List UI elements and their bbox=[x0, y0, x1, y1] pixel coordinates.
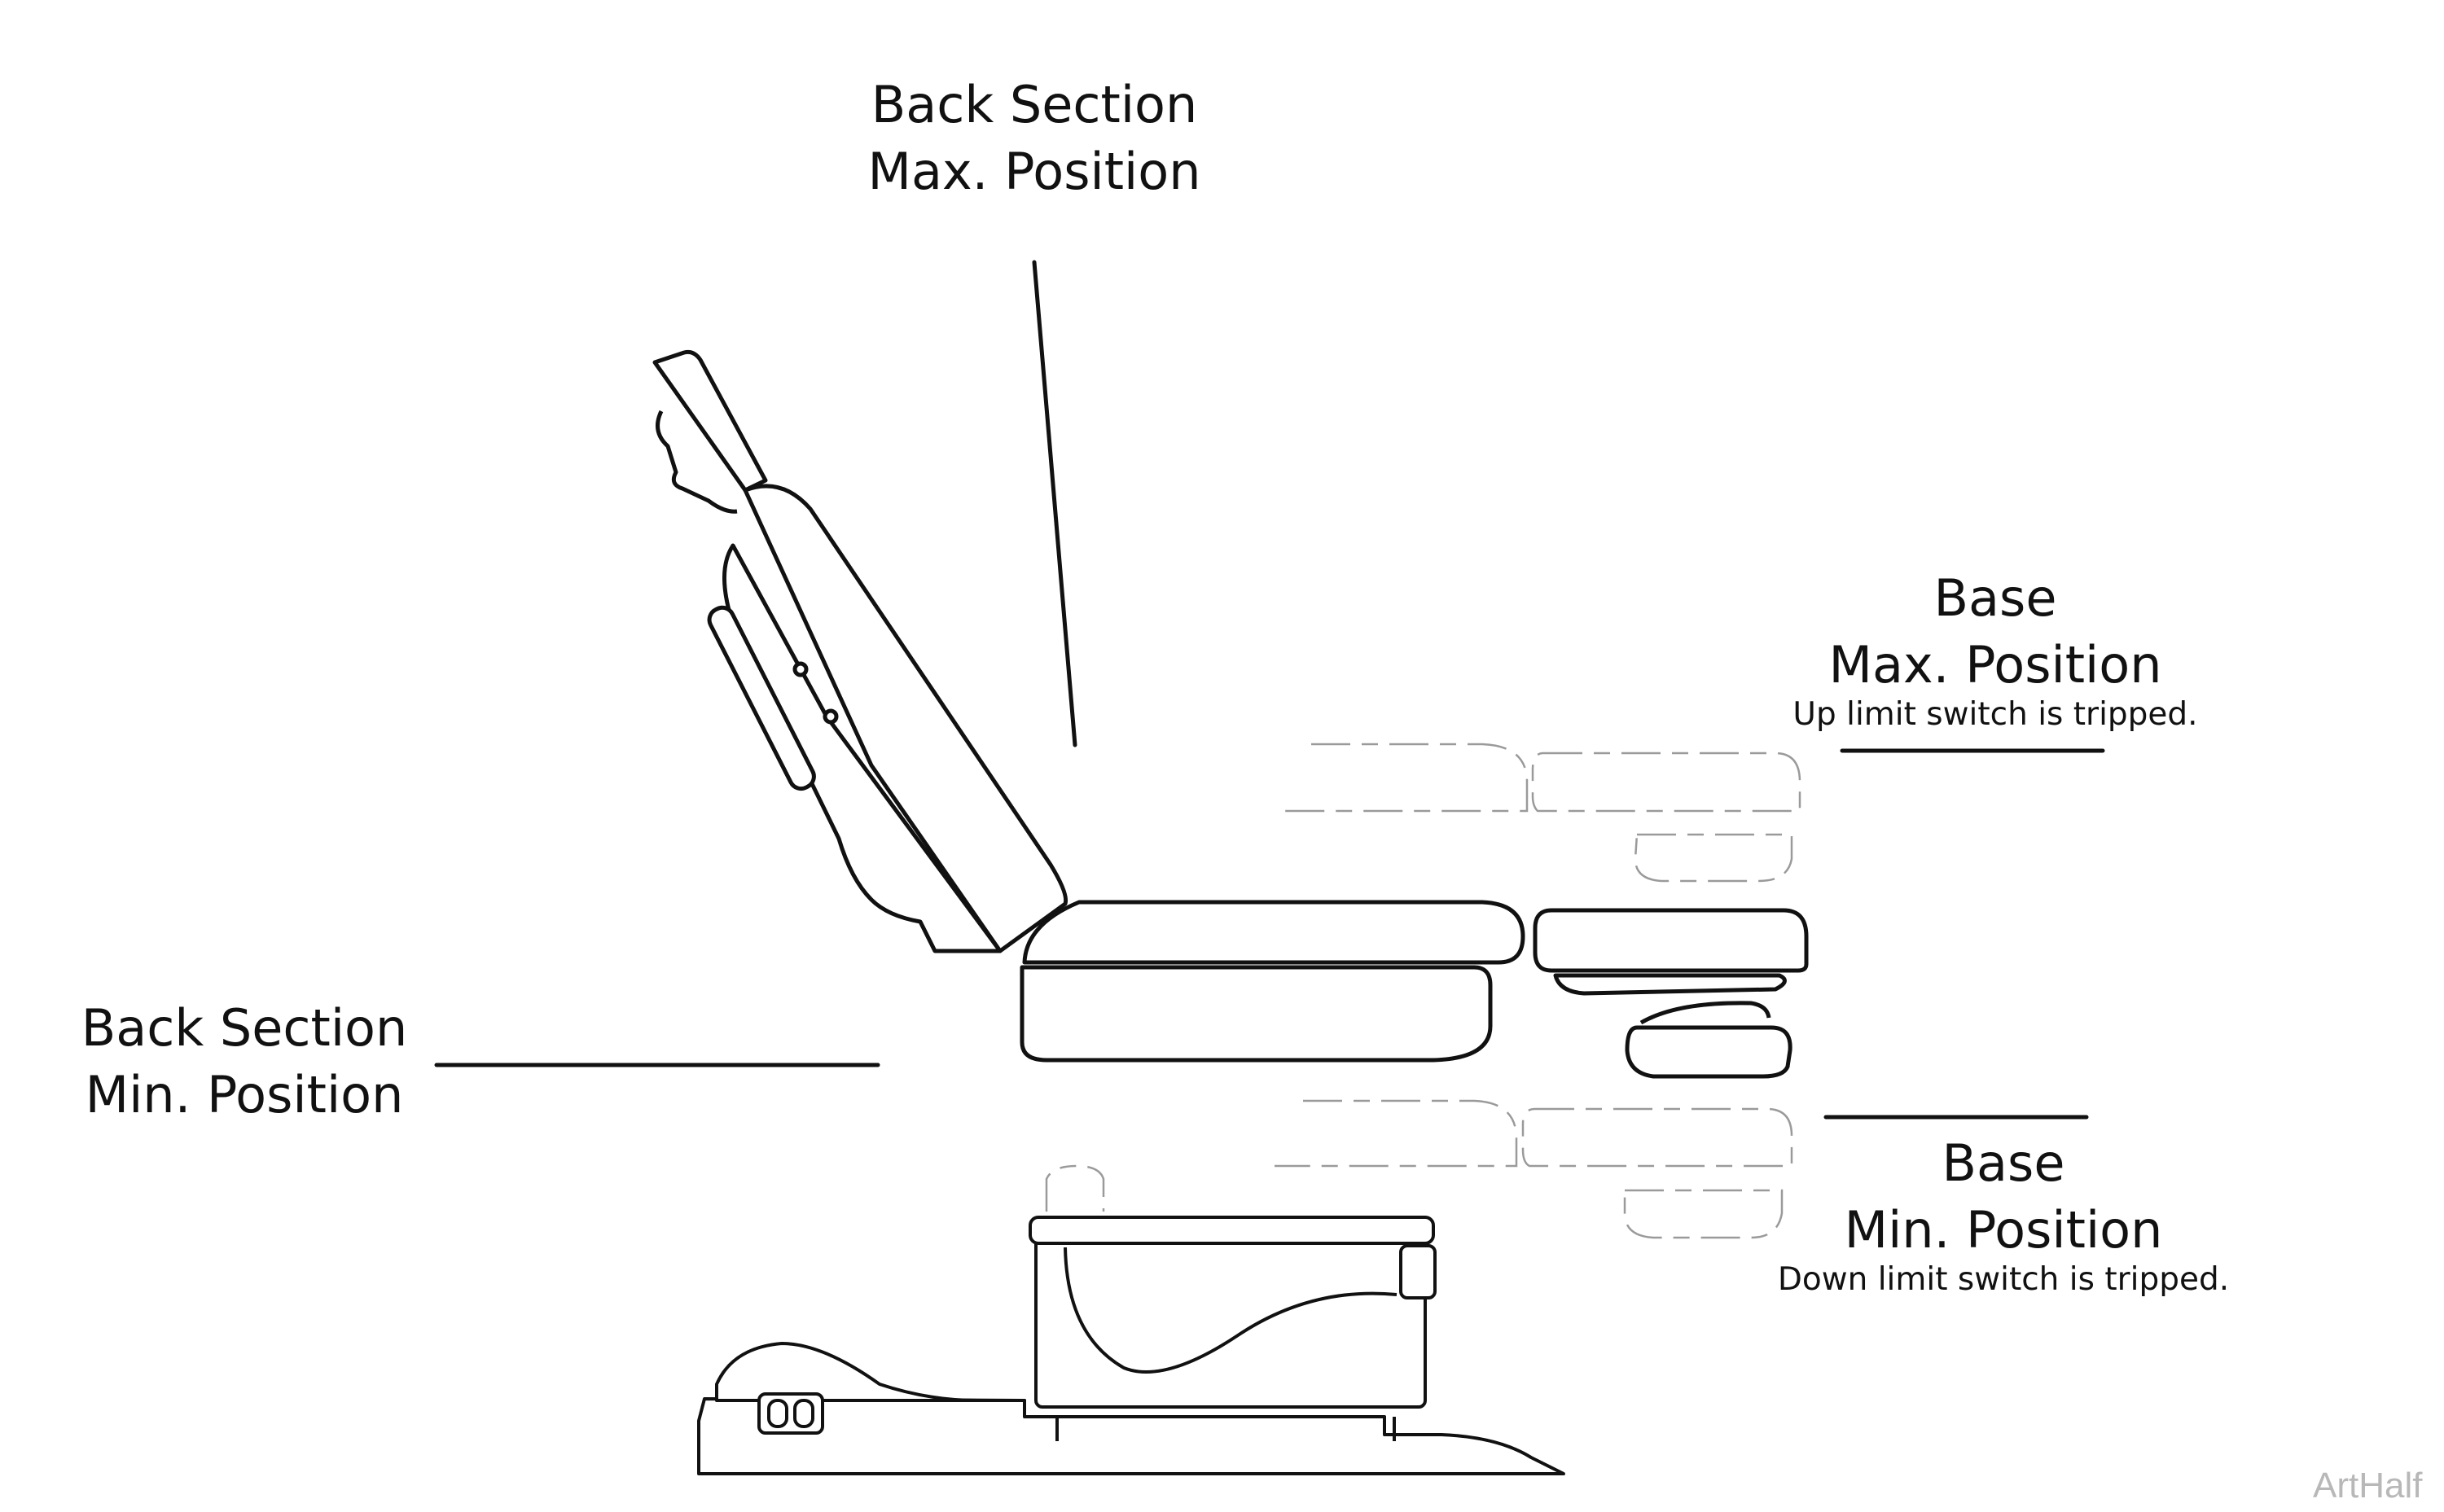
base-max-note: Up limit switch is tripped. bbox=[1792, 696, 2198, 733]
base-min-label: Base Min. Position Down limit switch is … bbox=[1751, 1133, 2256, 1298]
base-min-note: Down limit switch is tripped. bbox=[1777, 1261, 2230, 1298]
back-section-max-label: Back Section Max. Position bbox=[782, 80, 1287, 197]
back-headrest bbox=[652, 349, 768, 493]
leader-lines bbox=[434, 260, 2105, 1120]
back-section bbox=[652, 349, 1068, 953]
base-curve-panel bbox=[1064, 1247, 1398, 1374]
watermark: ArtHalf bbox=[2313, 1466, 2423, 1505]
seat-top bbox=[1022, 900, 1525, 965]
ghost-min-foot bbox=[1521, 1107, 1793, 1168]
back-max-line1: Back Section bbox=[871, 75, 1198, 134]
back-slot bbox=[707, 605, 816, 791]
back-lower-shell bbox=[722, 543, 1003, 953]
chair-base bbox=[697, 1216, 1565, 1475]
foot-step bbox=[1625, 1025, 1792, 1079]
base-min-line2: Min. Position bbox=[1844, 1200, 2163, 1260]
outlet-slot-2 bbox=[793, 1399, 814, 1428]
ghost-max-position bbox=[1283, 743, 1801, 883]
back-hinge-bracket bbox=[656, 410, 738, 514]
base-min-line1: Base bbox=[1942, 1133, 2065, 1193]
back-screw-2 bbox=[823, 708, 839, 725]
base-cap bbox=[1029, 1216, 1435, 1245]
back-max-leader bbox=[1032, 260, 1077, 747]
ghost-max-foot bbox=[1531, 752, 1801, 813]
foot-section-bottom bbox=[1553, 973, 1787, 996]
back-section-min-label: Back Section Min. Position bbox=[33, 1003, 456, 1120]
base-max-label: Base Max. Position Up limit switch is tr… bbox=[1751, 568, 2240, 733]
seat-section bbox=[1020, 900, 1809, 1079]
ghost-max-seat bbox=[1283, 743, 1529, 813]
foot-step-top bbox=[1639, 1001, 1771, 1025]
base-pedal-housing bbox=[715, 1342, 1026, 1402]
ghost-min-seat bbox=[1275, 1099, 1518, 1168]
ghost-min-step bbox=[1623, 1189, 1784, 1239]
base-band bbox=[1399, 1244, 1437, 1299]
back-upper-panel bbox=[743, 484, 1068, 953]
back-min-line2: Min. Position bbox=[85, 1065, 404, 1124]
ghost-min-position bbox=[1045, 1099, 1793, 1239]
outlet-slot-1 bbox=[767, 1399, 788, 1428]
back-max-line2: Max. Position bbox=[867, 142, 1201, 201]
base-max-line1: Base bbox=[1933, 568, 2057, 628]
back-min-line1: Back Section bbox=[81, 998, 408, 1058]
ghost-min-pedal bbox=[1045, 1164, 1105, 1212]
base-column bbox=[1034, 1218, 1427, 1409]
seat-body bbox=[1020, 965, 1493, 1063]
base-floor-plate bbox=[697, 1397, 1565, 1475]
foot-section-top bbox=[1533, 908, 1809, 973]
ghost-max-step bbox=[1634, 833, 1793, 883]
back-screw-1 bbox=[792, 661, 809, 677]
base-max-line2: Max. Position bbox=[1828, 635, 2162, 695]
